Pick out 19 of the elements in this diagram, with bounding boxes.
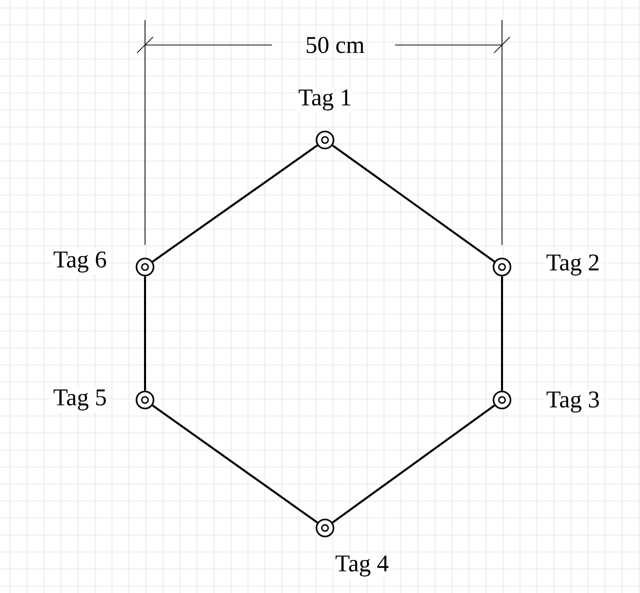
tag-label: Tag 6 (51, 249, 109, 275)
tag-marker (316, 518, 334, 538)
tag-label: Tag 5 (51, 388, 109, 412)
connecting-line (152, 404, 318, 524)
tag-marker (136, 390, 154, 410)
dimension-label: 50 cm (306, 36, 364, 54)
tag-label: Tag 1 (296, 87, 354, 112)
connecting-line (332, 144, 496, 262)
connecting-line (501, 276, 503, 391)
tag-marker (316, 130, 334, 150)
tag-label: Tag 2 (544, 252, 602, 278)
tag-marker (492, 258, 512, 276)
connecting-line (144, 276, 146, 391)
connecting-line (332, 404, 496, 524)
tag-label: Tag 4 (333, 554, 391, 578)
tag-marker (136, 258, 154, 276)
connecting-line (152, 144, 318, 262)
tag-marker (492, 390, 512, 410)
tag-label: Tag 3 (544, 389, 602, 415)
